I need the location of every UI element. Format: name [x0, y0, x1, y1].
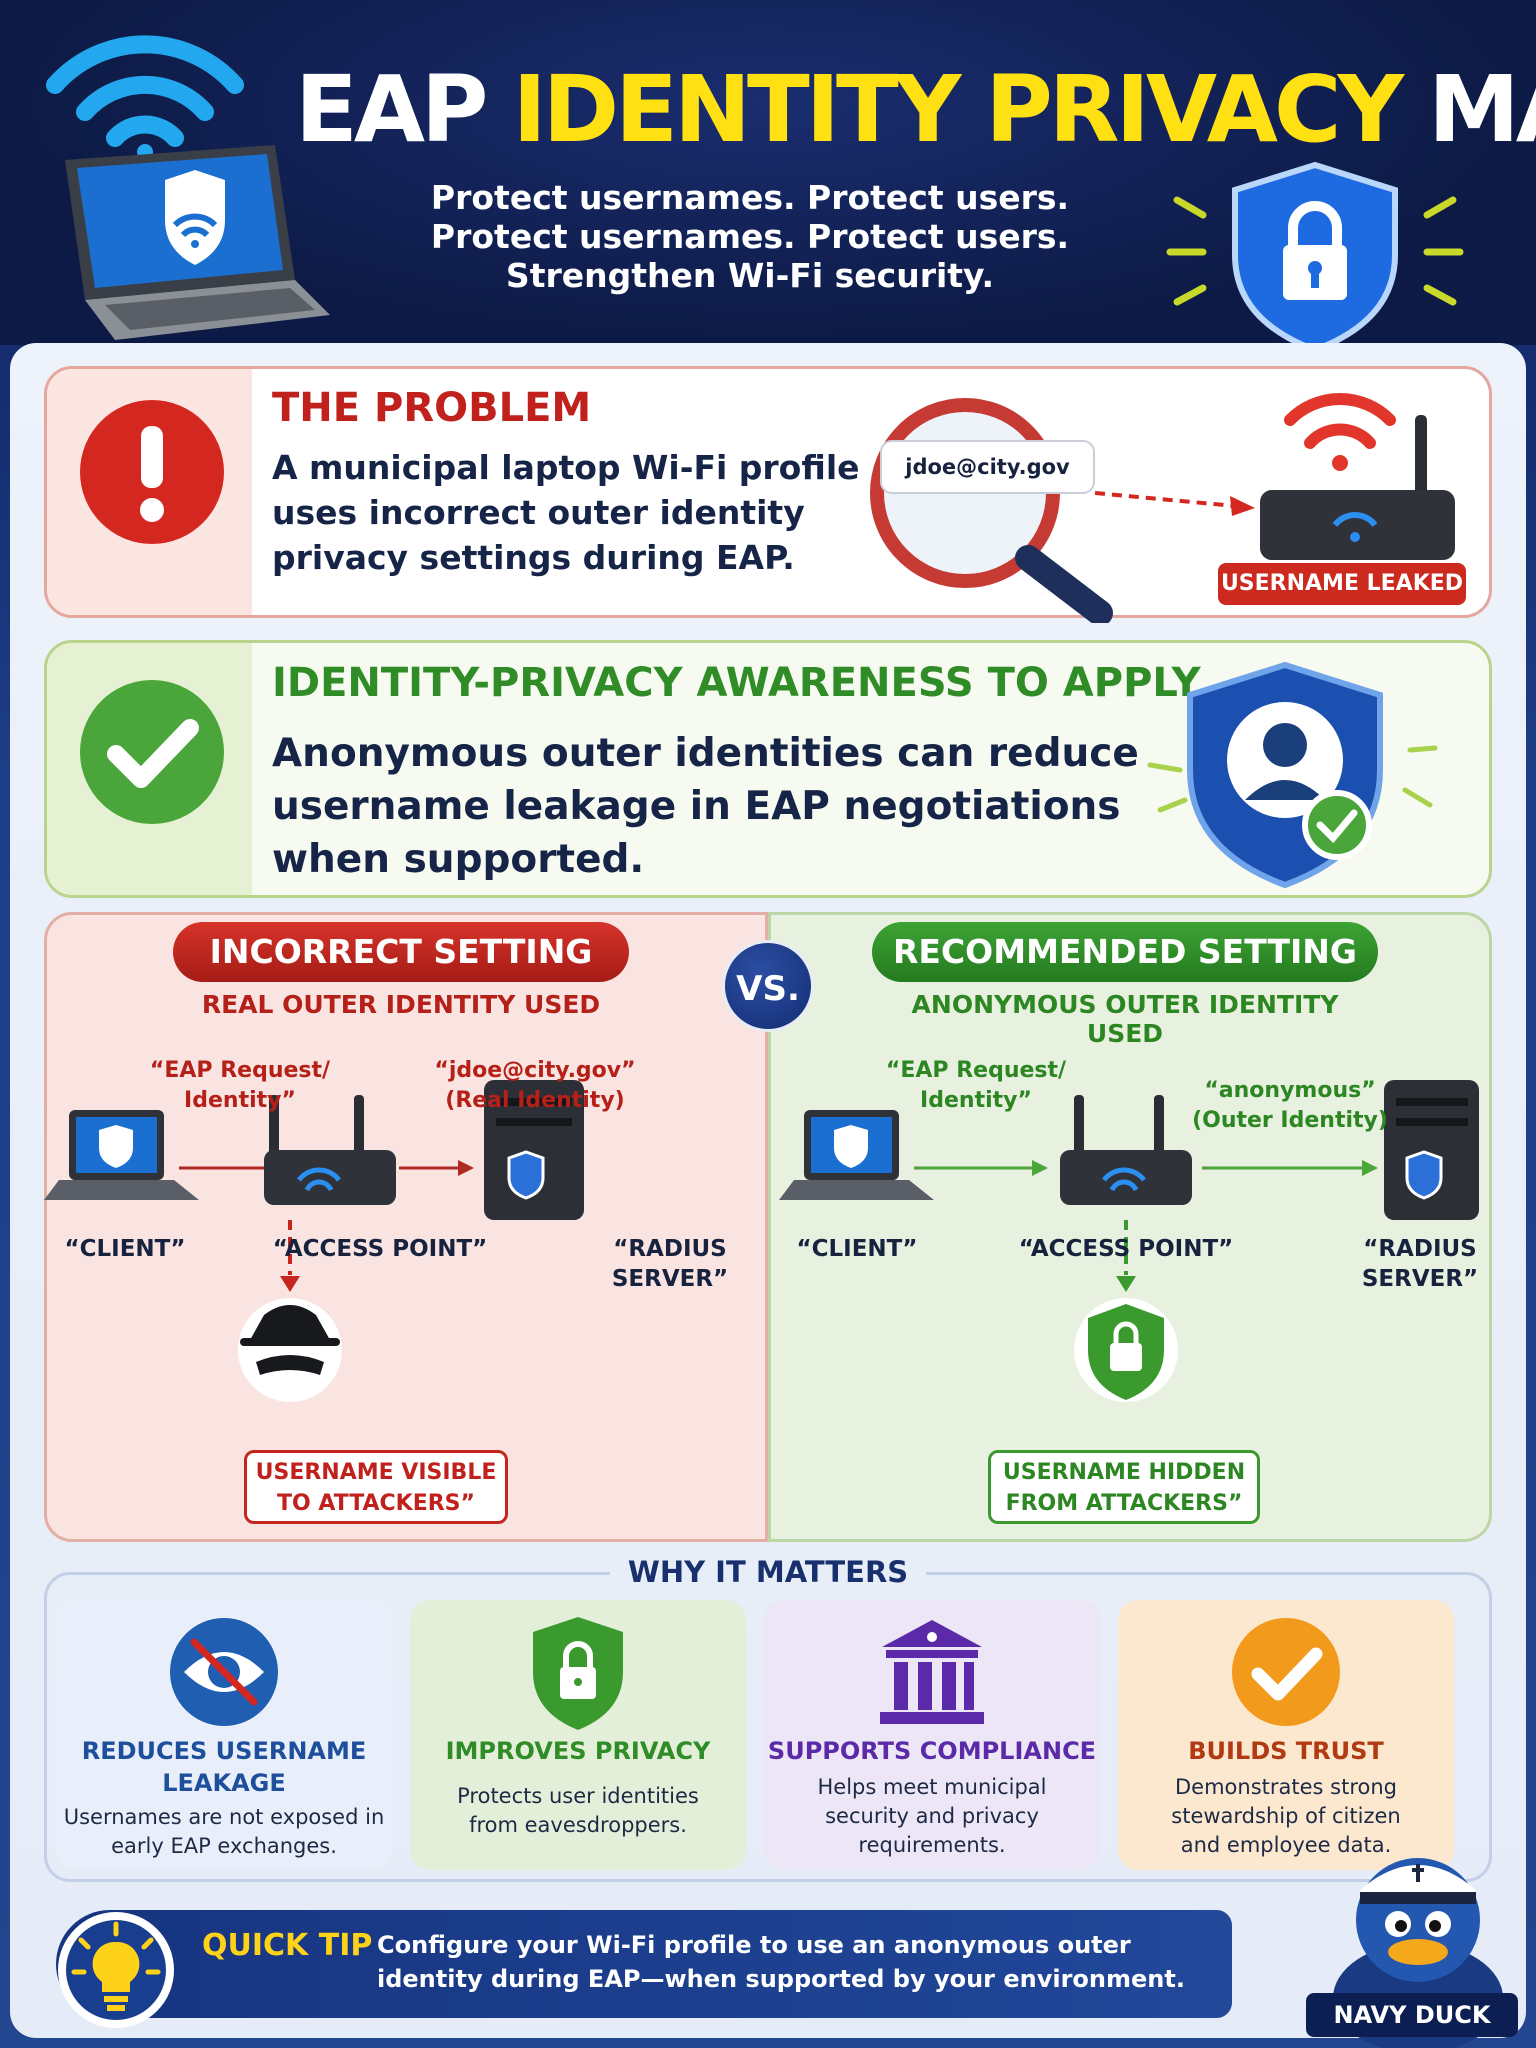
recommended-radius-server-icon: [1384, 1080, 1479, 1220]
recommended-setting-panel: [768, 912, 1492, 1542]
eye-slash-icon: [170, 1618, 278, 1726]
recommended-subtitle: ANONYMOUS OUTER IDENTITY USED: [911, 990, 1339, 1048]
recommended-access-point-icon: [1060, 1095, 1192, 1205]
navy-duck-label: NAVY DUCK: [1306, 1993, 1518, 2037]
tile-body: Helps meet municipal security and privac…: [817, 1775, 1047, 1857]
incorrect-setting-panel: [44, 912, 768, 1542]
tile-heading: BUILDS TRUST: [1188, 1737, 1384, 1765]
recommended-setting-pill: RECOMMENDED SETTING: [872, 922, 1378, 982]
tile-body: Protects user identities from eavesdropp…: [457, 1784, 699, 1837]
vs-badge: VS.: [722, 940, 814, 1032]
green-lock-shield-icon: [1074, 1298, 1178, 1402]
tile-body: Usernames are not exposed in early EAP e…: [63, 1805, 385, 1858]
wifi-icon: [46, 35, 244, 160]
incorrect-msg-request: “EAP Request/Identity”: [149, 1058, 331, 1113]
incorrect-msg-identity: “jdoe@city.gov”(Real Identity): [434, 1058, 636, 1113]
laptop-icon: [65, 145, 330, 340]
page-subtitle: Protect usernames. Protect users. Protec…: [370, 178, 1130, 295]
why-it-matters-title: WHY IT MATTERS: [610, 1552, 926, 1592]
recommended-msg-identity: “anonymous”(Outer Identity): [1192, 1078, 1388, 1133]
recommended-msg-request: “EAP Request/Identity”: [885, 1058, 1067, 1113]
tile-body: Demonstrates strong stewardship of citiz…: [1171, 1775, 1401, 1857]
incorrect-client-laptop-icon: [44, 1110, 199, 1200]
government-building-icon: [880, 1620, 984, 1724]
checkmark-icon: [1232, 1618, 1340, 1726]
subtitle-line: Protect usernames. Protect users.: [430, 217, 1070, 256]
username-leaked-badge: USERNAME LEAKED: [1218, 563, 1466, 605]
attacker-spy-icon: [238, 1298, 342, 1402]
problem-body: A municipal laptop Wi-Fi profile uses in…: [272, 448, 860, 577]
lock-shield-icon: [533, 1617, 623, 1730]
lock-shield-icon: [1166, 161, 1464, 350]
subtitle-line: Protect usernames. Protect users.: [430, 178, 1070, 217]
exclamation-icon: [80, 400, 224, 544]
incorrect-setting-pill: INCORRECT SETTING: [173, 922, 629, 982]
quick-tip-text: Configure your Wi-Fi profile to use an a…: [377, 1931, 1185, 1993]
email-chip: jdoe@city.gov: [880, 440, 1095, 494]
recommended-client-label: “CLIENT”: [796, 1236, 918, 1262]
lightbulb-icon: [58, 1912, 174, 2028]
tile-heading: IMPROVES PRIVACY: [445, 1737, 711, 1765]
router-icon: [1260, 392, 1455, 560]
problem-title: THE PROBLEM: [272, 385, 592, 431]
tile-heading: SUPPORTS COMPLIANCE: [767, 1737, 1097, 1765]
awareness-title: IDENTITY-PRIVACY AWARENESS TO APPLY: [272, 660, 1201, 706]
subtitle-line: Strengthen Wi-Fi security.: [505, 256, 995, 295]
eap-flow-diagram: [44, 1080, 1479, 1402]
page-title: EAP IDENTITY PRIVACY MATTERS!: [295, 56, 1536, 163]
incorrect-subtitle: REAL OUTER IDENTITY USED: [201, 990, 601, 1019]
checkmark-icon: [80, 680, 224, 824]
incorrect-radius-server-icon: [484, 1080, 584, 1220]
recommended-client-laptop-icon: [779, 1110, 934, 1200]
dashed-arrow: [1094, 491, 1255, 516]
quick-tip-label: QUICK TIP: [202, 1928, 373, 1963]
awareness-body: Anonymous outer identities can reduce us…: [272, 731, 1139, 882]
user-shield-icon: [1147, 661, 1438, 889]
incorrect-client-label: “CLIENT”: [64, 1236, 186, 1262]
incorrect-ap-label: “ACCESS POINT”: [272, 1236, 488, 1262]
recommended-ap-label: “ACCESS POINT”: [1018, 1236, 1234, 1262]
incorrect-access-point-icon: [264, 1095, 396, 1205]
quick-tip-banner: [56, 1910, 1232, 2018]
